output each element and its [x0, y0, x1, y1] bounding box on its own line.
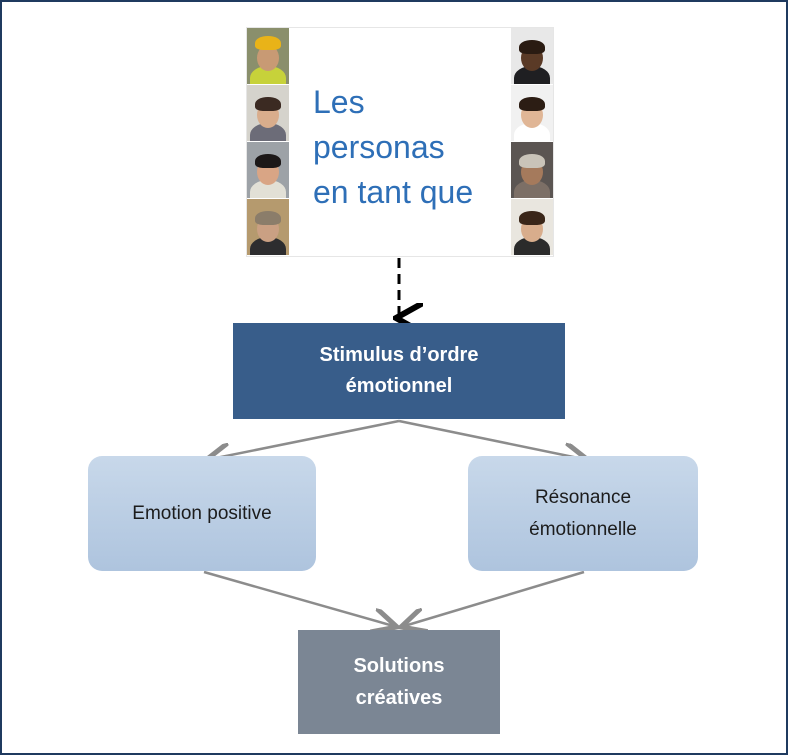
solutions-line-2: créatives — [355, 687, 443, 709]
left-photo-column — [247, 28, 289, 256]
stimulus-line-1: Stimulus d’ordre — [319, 344, 479, 366]
right-photo-column — [511, 28, 553, 256]
title-line-3: en tant que — [313, 174, 474, 210]
stimulus-line-2: émotionnel — [345, 375, 453, 397]
persona-card-title: Les personas en tant que — [313, 80, 503, 215]
worker-hardhat-photo — [247, 28, 289, 85]
man-smiling-photo — [511, 28, 553, 85]
resonance-box: Résonance émotionnelle — [468, 456, 698, 571]
woman-dark-hair-photo — [247, 142, 289, 199]
solutions-line-1: Solutions — [353, 655, 445, 677]
young-woman-photo — [511, 85, 553, 142]
stimulus-box: Stimulus d’ordre émotionnel — [233, 323, 565, 419]
woman-glasses-photo — [511, 199, 553, 256]
older-man-photo — [247, 199, 289, 256]
older-man-turban-photo — [511, 142, 553, 199]
resonance-line-1: Résonance — [534, 486, 632, 508]
woman-smiling-photo — [247, 85, 289, 142]
solutions-box: Solutions créatives — [298, 630, 500, 734]
title-line-1: Les — [313, 84, 365, 120]
resonance-line-2: émotionnelle — [529, 518, 637, 540]
emotion-positive-box: Emotion positive — [88, 456, 316, 571]
persona-card: Les personas en tant que — [247, 28, 553, 256]
emotion-positive-label: Emotion positive — [132, 502, 272, 524]
title-line-2: personas — [313, 129, 445, 165]
